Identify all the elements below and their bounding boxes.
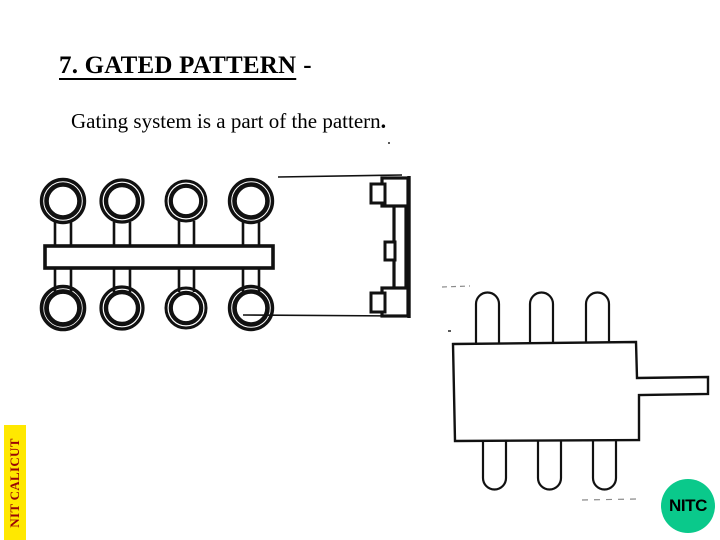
- casting-ring: [99, 285, 145, 331]
- ingate: [177, 221, 196, 248]
- scan-speck: [388, 142, 390, 144]
- nitc-logo: NITC: [661, 479, 715, 533]
- gate: [481, 441, 508, 491]
- gated-pattern-line-drawing-figure: [441, 285, 710, 501]
- gate: [528, 291, 555, 343]
- scan-speck: [448, 330, 451, 332]
- side-elevation-view: [369, 176, 411, 318]
- gate-group-bottom: [481, 441, 618, 491]
- subtitle-period: .: [380, 108, 387, 133]
- gate: [591, 441, 618, 491]
- page-title-dash: -: [303, 52, 312, 79]
- page-title-text: 7. GATED PATTERN: [59, 52, 297, 79]
- casting-ring: [227, 284, 275, 332]
- gate: [474, 291, 501, 343]
- side-banner-label: NIT CALICUT: [7, 437, 22, 528]
- casting-ring: [227, 177, 275, 225]
- gated-pattern-plan-view-figure: [39, 174, 411, 332]
- ingate-group-top: [53, 221, 261, 248]
- ingate: [241, 222, 261, 248]
- casting-ring-row-top: [39, 177, 275, 225]
- casting-ring: [99, 178, 145, 224]
- subtitle: Gating system is a part of the pattern.: [71, 108, 386, 134]
- casting-ring: [164, 179, 208, 223]
- runner-bar: [43, 244, 275, 270]
- ingate: [53, 222, 73, 248]
- subtitle-text: Gating system is a part of the pattern: [71, 109, 381, 133]
- nitc-logo-text: NITC: [668, 496, 708, 515]
- runner-body-outline: [451, 340, 710, 443]
- side-elevation-lug-bottom: [369, 291, 387, 314]
- scan-dash: [441, 285, 637, 501]
- gate: [536, 441, 563, 491]
- mould-box-outline: [242, 174, 403, 317]
- side-elevation-nub: [383, 240, 397, 262]
- casting-ring: [164, 286, 208, 330]
- gate: [584, 291, 611, 343]
- ingate: [112, 222, 132, 248]
- side-elevation-lug-top: [369, 182, 387, 205]
- side-banner: NIT CALICUT: [4, 425, 26, 540]
- casting-ring: [39, 177, 87, 225]
- ingate-group-bottom: [53, 268, 261, 292]
- gate-group-top: [474, 291, 611, 343]
- casting-ring: [39, 284, 87, 332]
- casting-ring-row-bottom: [39, 284, 275, 332]
- page-title: 7. GATED PATTERN-: [59, 52, 312, 80]
